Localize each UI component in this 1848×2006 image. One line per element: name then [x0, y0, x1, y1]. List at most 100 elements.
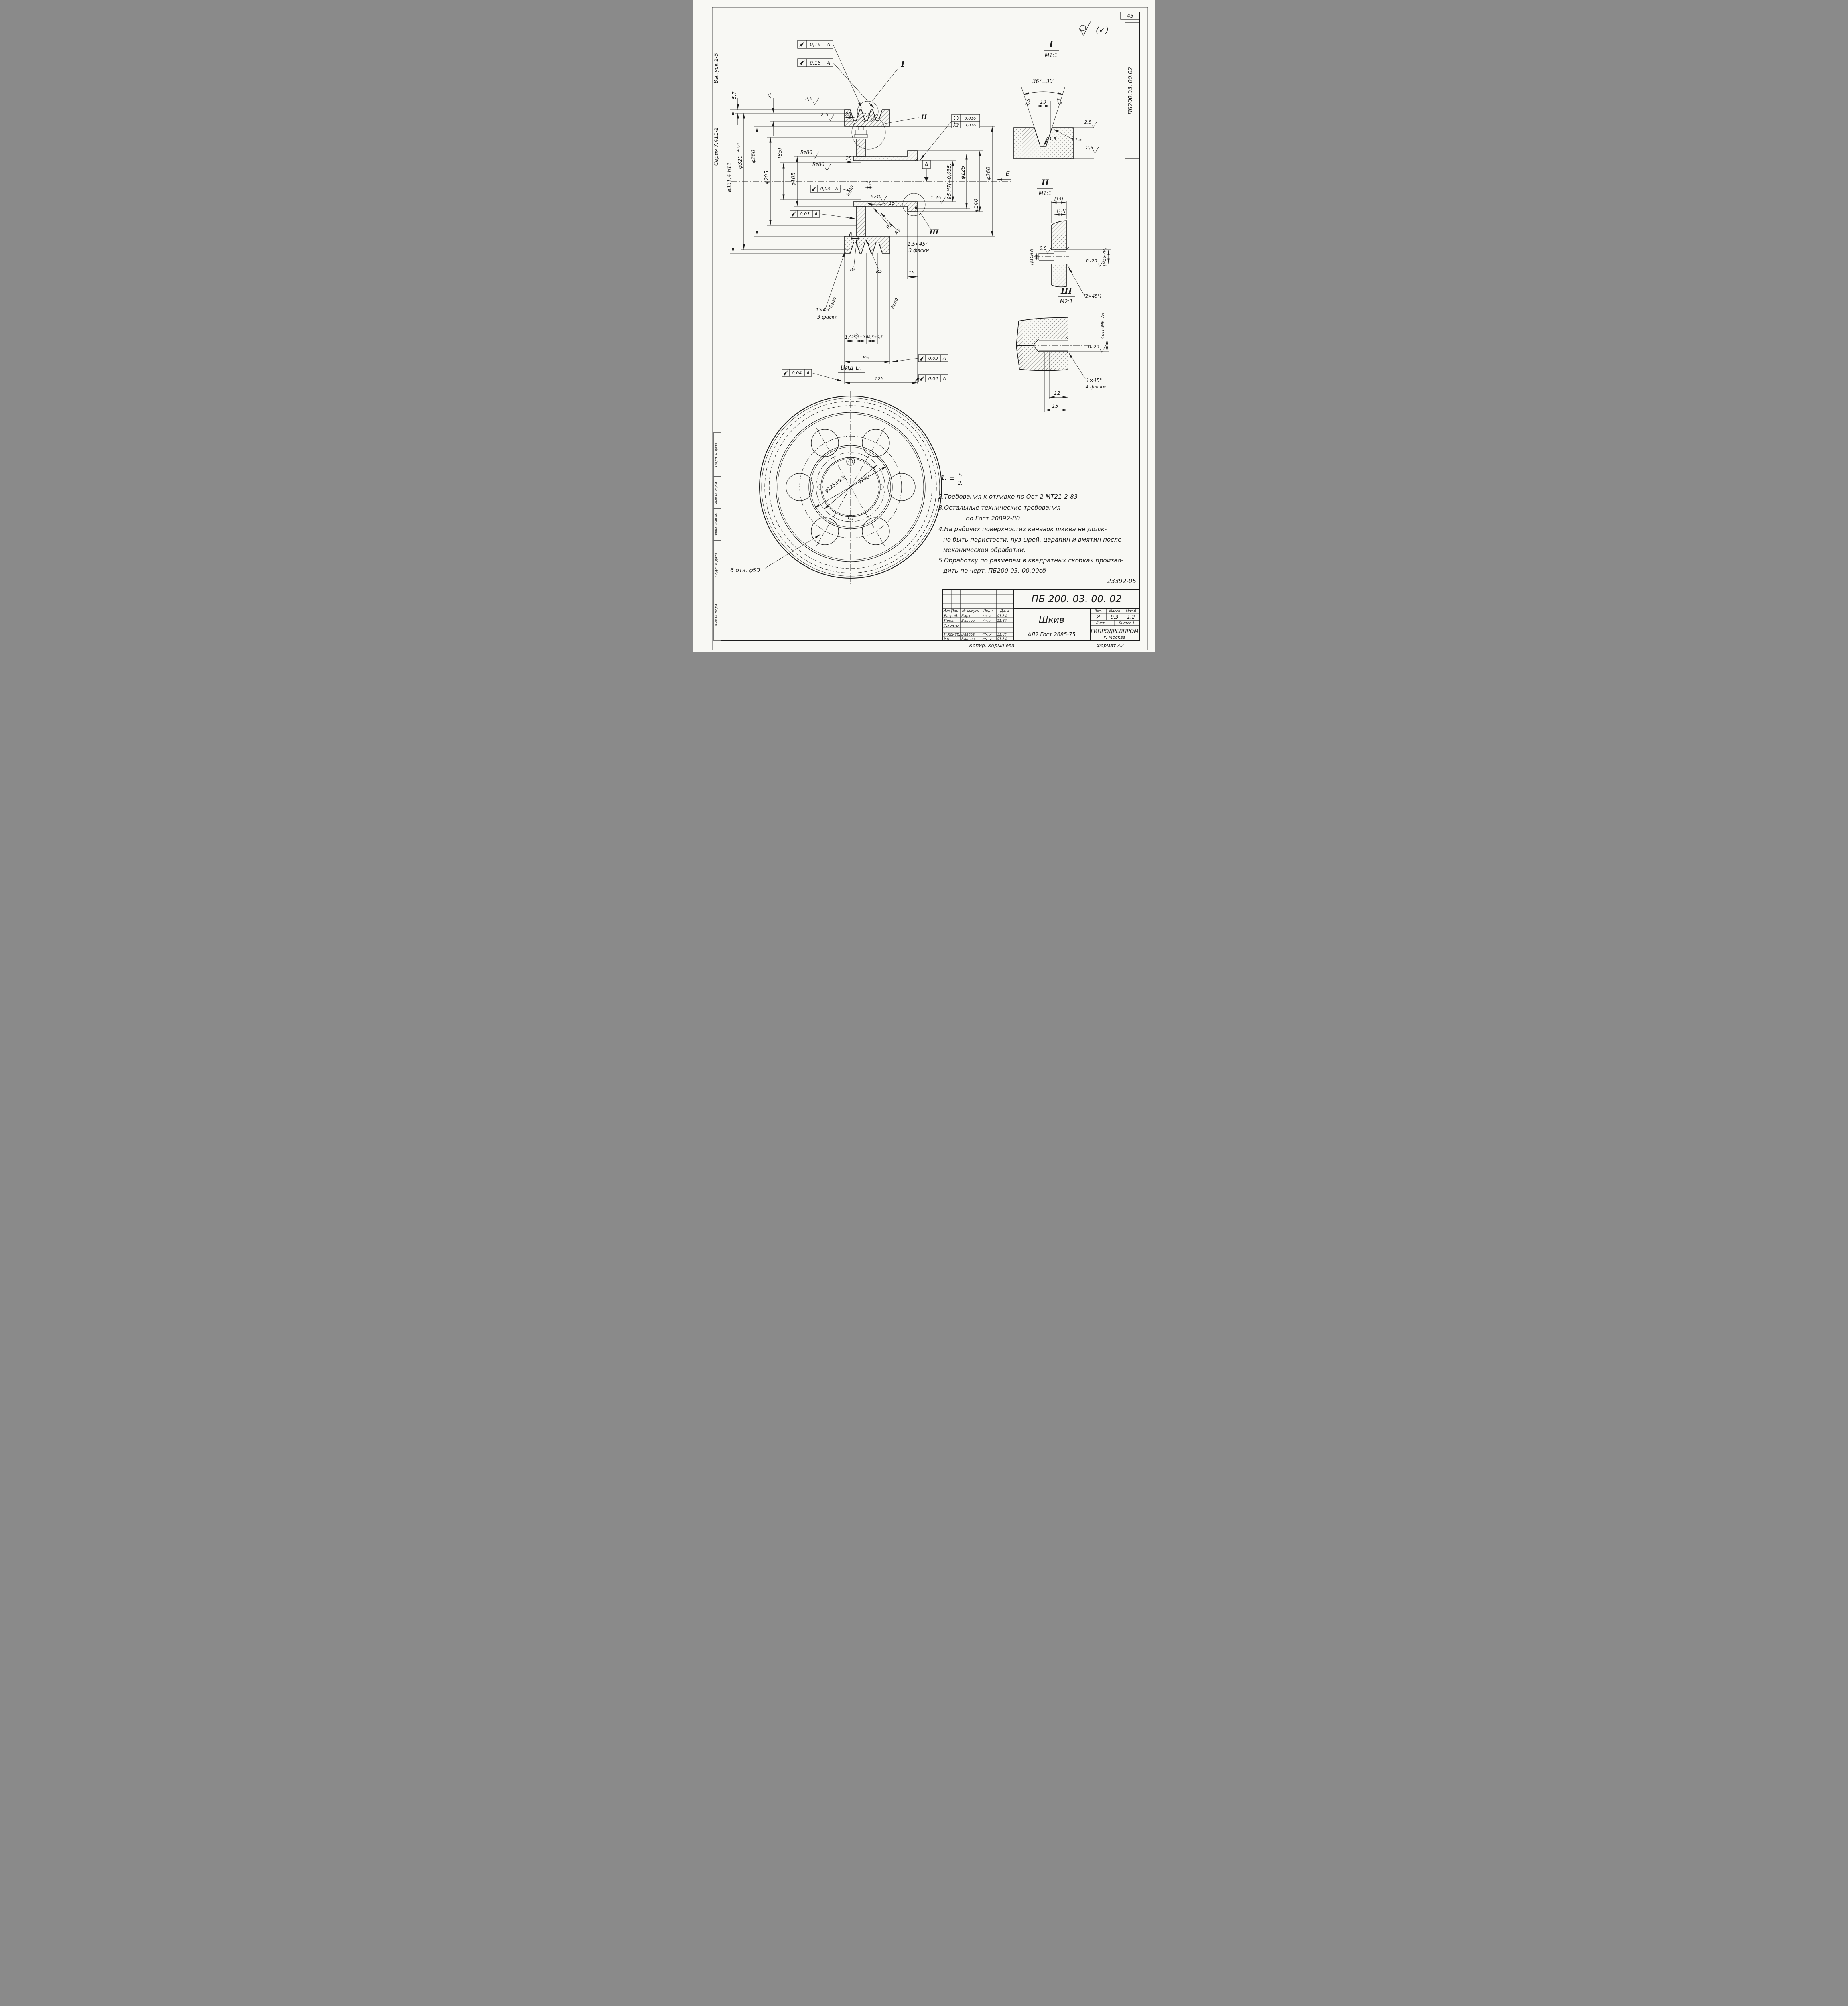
detail-ii-scale: М1:1 — [1039, 191, 1052, 197]
series-label: Серия 7.411-2 — [713, 127, 719, 166]
dim-d140: φ140 — [973, 199, 979, 212]
role-developed: Разраб. — [944, 614, 958, 618]
web-bottom-section — [856, 206, 866, 237]
dim-d125: φ125 — [960, 166, 966, 179]
dim-16: 16 — [865, 181, 872, 186]
dim-15: 15 — [1052, 403, 1058, 409]
rough-rz80-1: Rz80 — [800, 150, 812, 155]
note-1-frac-top: t₂ — [958, 473, 962, 478]
dim-95h7: 95 Н7(+0,035) — [946, 163, 952, 199]
technical-notes: 1. ± t₂ 2. 2.Требования к отливке по Ост… — [938, 473, 1136, 585]
note-5-line1: 5.Обработку по размерам в квадратных ско… — [938, 557, 1123, 564]
rough-2-5-b: 2,5 — [820, 112, 828, 118]
groove-circle-2 — [769, 405, 932, 569]
document-number: ПБ 200. 03. 00. 02 — [1031, 593, 1121, 605]
note-3-line2: по Гост 20892-80. — [966, 515, 1022, 522]
signature — [982, 615, 992, 617]
detail-ii-lower — [1051, 264, 1067, 288]
runout-icon — [799, 60, 805, 65]
runout-icon — [799, 41, 805, 47]
top-dims: 5,7 20 2,5 2,5 23 2,5 — [731, 91, 877, 136]
mass-value: 9,3 — [1111, 614, 1118, 620]
chamfer-15x45: 1,5×45° — [908, 241, 928, 247]
blueprint-svg: 45 ПБ200.03. 00.02 (✓) Выпуск 2-5 Серия … — [693, 0, 1155, 652]
lit-header: Лит. — [1094, 609, 1102, 613]
dim-b12: [12] — [1057, 208, 1066, 213]
stamp-5: Инв.№ подл. — [715, 603, 719, 626]
dim-20: 20 — [767, 92, 772, 99]
lightening-hole — [887, 473, 916, 501]
view-b: Вид Б. φ200 φ125±0,3 6 отв. φ50 — [719, 363, 948, 584]
lit-value: И — [1097, 614, 1100, 620]
stamp-1: Подп. и дата — [715, 442, 719, 467]
header-date: Дата — [1000, 609, 1009, 613]
rough-2-5-a: 2,5 — [805, 96, 813, 102]
groove-width: 19 — [1040, 99, 1046, 105]
dim-85: 85 — [863, 355, 869, 361]
detail-iii-upper — [1016, 317, 1068, 346]
dim-d260-right: φ260 — [986, 166, 992, 180]
rough-rz20: Rz20 — [1086, 258, 1097, 264]
runout-value: 0,03 — [800, 211, 810, 217]
company-city: г. Москва — [1104, 635, 1126, 640]
runout-frame-003-1: 0,03 А — [810, 185, 852, 193]
surface-finish-note: (✓) — [1096, 25, 1109, 35]
runout-value: 0,03 — [928, 356, 938, 361]
role-checked: Пров. — [944, 619, 954, 623]
dim-pitch-2: 28,5±0,5 — [866, 335, 883, 339]
dim-17: 17 — [845, 334, 851, 340]
lightening-hole — [811, 429, 839, 457]
note-4-line2: но быть пористости, пуз ырей, царапин и … — [943, 536, 1121, 543]
section-i-mark: I — [900, 59, 905, 69]
copier-label: Копир. Ходышева — [969, 643, 1015, 648]
rough-1-25: 1,25 — [930, 195, 941, 201]
runout-icon — [783, 370, 788, 376]
chamfer-1x45: 1×45° — [1086, 378, 1102, 383]
sheet-header: Лист — [1095, 621, 1105, 625]
runout-frame-016-2: 0,16 А — [797, 58, 875, 109]
sheet-number-box — [1120, 12, 1140, 20]
radius-r15-2: R1,5 — [1072, 137, 1082, 142]
boss-circle — [808, 445, 893, 529]
material: АЛ2 Гост 2685-75 — [1027, 632, 1075, 638]
dim-d331: φ331,4 h11 — [727, 162, 733, 193]
scale-header: Мас-б — [1126, 609, 1136, 613]
name-approved: Власов — [961, 637, 975, 641]
detail-ii-title: II — [1041, 178, 1049, 187]
detail-iii-lower — [1016, 345, 1068, 371]
detail-iii-title: III — [1060, 286, 1072, 296]
dim-15: 15 — [908, 270, 914, 276]
signature — [982, 638, 992, 641]
rough-2-5-c: 2,5 — [863, 112, 871, 118]
lit-mass-scale-grid: Лит. Масса Мас-б И 9,3 1:2 Лист Листов 1… — [1090, 608, 1139, 640]
groove-angle: 36°±30′ — [1032, 79, 1054, 85]
dim-5-7: 5,7 — [731, 91, 737, 99]
radius-r15-1: R1,5 — [1046, 136, 1056, 142]
dim-b14: [14] — [1054, 196, 1064, 201]
runout-icon — [791, 211, 796, 217]
dim-br85: [85] — [777, 148, 783, 159]
sheet-number: 45 — [1127, 13, 1134, 19]
margin-stamps: Подп. и дата Инв.№ дубл. Взам. инв.№ Под… — [713, 432, 721, 641]
detail-iii: III М2:1 4отв.М6-7Н Rz20 1×45° 4 фаски 1… — [1016, 286, 1109, 412]
land-roughness: 2,5 — [1084, 120, 1092, 125]
date-approved: 03.84 — [997, 637, 1007, 641]
sheet-frame: 45 ПБ200.03. 00.02 (✓) Выпуск 2-5 Серия … — [693, 0, 1155, 652]
dim-m16: [М16-7Н] — [1103, 248, 1107, 266]
datum-triangle-icon — [924, 177, 929, 181]
stamp-4: Подп. и дата — [715, 552, 719, 577]
date-checked: 11.84 — [997, 619, 1007, 623]
dim-d320-tol: +2,0 — [737, 143, 741, 152]
catalog-code: 23392-05 — [1107, 577, 1136, 585]
runout-value: 0,16 — [810, 60, 821, 66]
bottom-dims: Rz40 Rz40 1×45° 3 фаски 1,5×45° 3 фаски … — [816, 203, 929, 384]
detail-iii-scale: М2:1 — [1060, 299, 1073, 305]
company-name: ГИПРОДРЕВПРОМ — [1091, 629, 1138, 635]
note-1-number: 1. — [941, 474, 946, 481]
date-developed: 03.84 — [997, 614, 1007, 618]
rim-outer-circle — [759, 396, 942, 579]
rim-inner-circle — [776, 412, 926, 562]
groove-circle-1 — [764, 401, 937, 573]
runout-icon — [919, 376, 924, 381]
radius-r5-3: R5 — [850, 267, 856, 272]
